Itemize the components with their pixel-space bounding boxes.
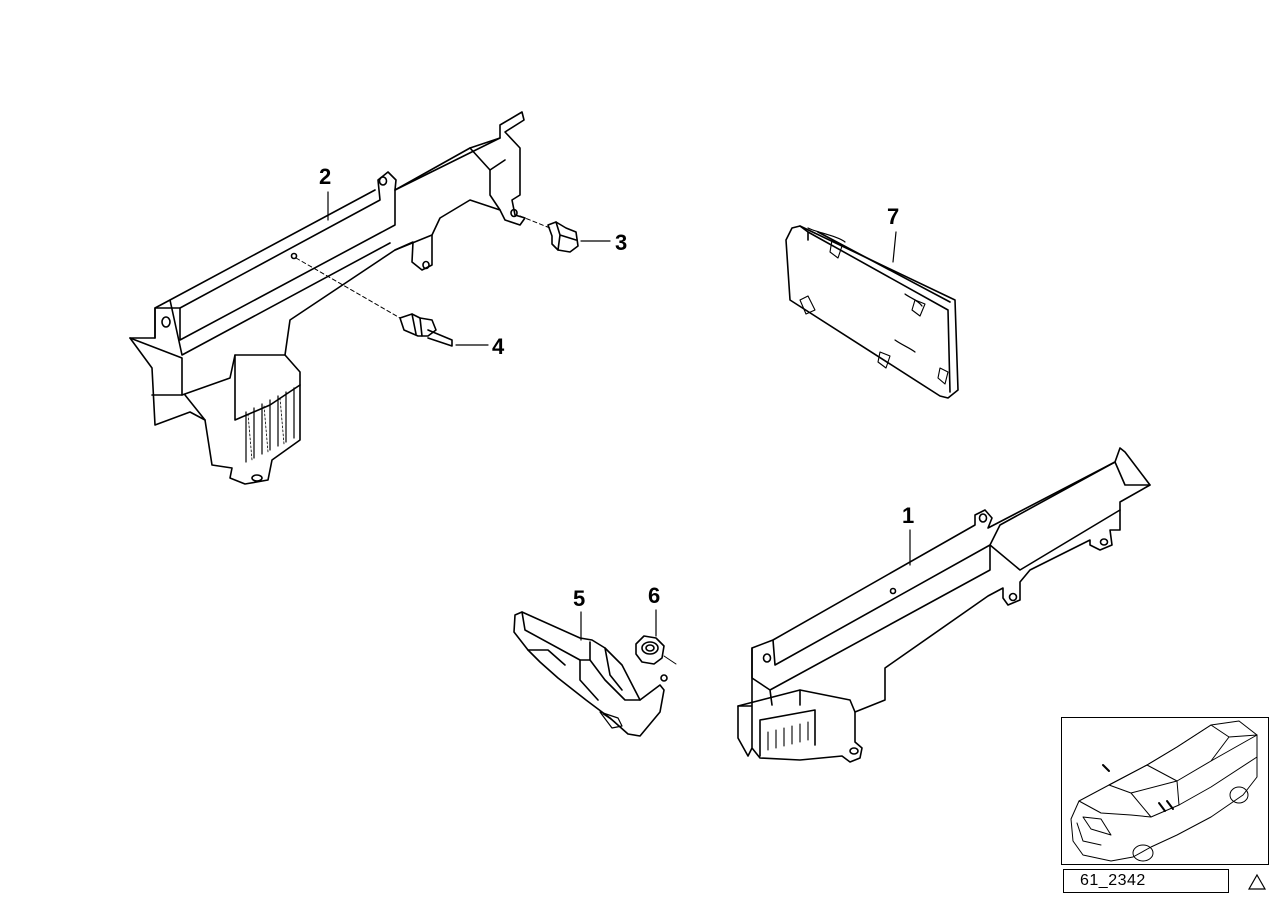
- callout-5[interactable]: 5: [573, 586, 586, 611]
- reference-code-box: 61_2342: [1063, 869, 1229, 893]
- reference-code: 61_2342: [1080, 872, 1146, 889]
- callout-2[interactable]: 2: [319, 164, 332, 189]
- part-1-bracket[interactable]: [737, 447, 1151, 763]
- callout-7[interactable]: 7: [887, 204, 900, 229]
- leader-lines: [327, 191, 911, 641]
- part-6-nut[interactable]: [635, 635, 677, 665]
- warning-triangle-icon: [1247, 873, 1267, 890]
- part-4-rivet[interactable]: [295, 257, 453, 347]
- part-5-shield[interactable]: [513, 611, 668, 737]
- vehicle-location-frame: [1061, 717, 1269, 865]
- vehicle-location-thumbnail: [1070, 720, 1258, 862]
- part-3-clip[interactable]: [519, 215, 579, 253]
- callout-4[interactable]: 4: [492, 334, 505, 359]
- part-2-bracket[interactable]: [129, 111, 526, 485]
- callout-1[interactable]: 1: [902, 503, 915, 528]
- part-7-cover[interactable]: [785, 225, 959, 399]
- callout-6[interactable]: 6: [648, 583, 661, 608]
- callout-3[interactable]: 3: [615, 230, 628, 255]
